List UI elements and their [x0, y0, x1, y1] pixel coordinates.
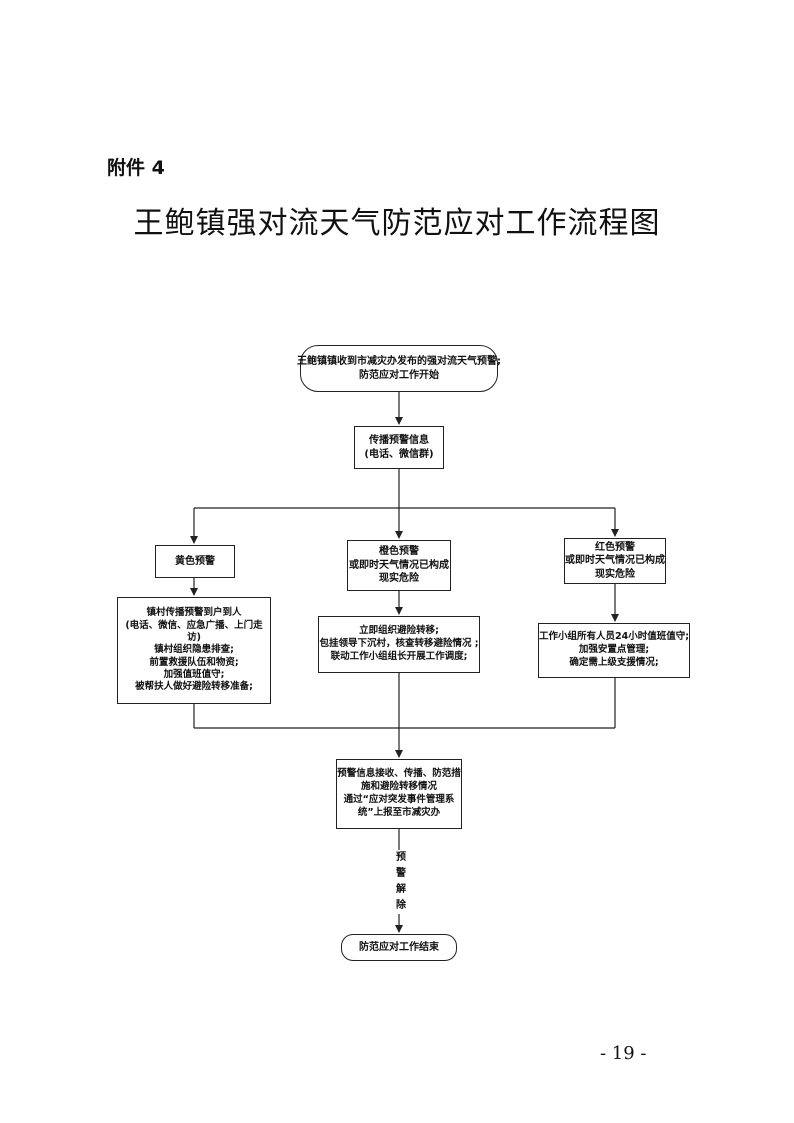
attachment-label: 附件 4	[107, 157, 165, 179]
red-line: 或即时天气情况已构成	[565, 555, 665, 567]
end-line: 防范应对工作结束	[359, 941, 439, 953]
page-number: - 19 -	[600, 1043, 647, 1064]
page-title: 王鲍镇强对流天气防范应对工作流程图	[133, 206, 661, 241]
report-line: 预警信息接收、传播、防范措	[337, 768, 461, 780]
spread-line: (电话、微信群)	[364, 448, 434, 460]
start-node: 王鲍镇镇收到市减灾办发布的强对流天气预警; 防范应对工作开始	[297, 345, 501, 392]
edge-label-char: 解	[396, 884, 406, 895]
orange-action-node: 立即组织避险转移; 包挂领导下沉村，核查转移避险情况 ; 联动工作小组组长开展工…	[318, 616, 480, 673]
yellow-action-node: 镇村传播预警到户到人 (电话、微信、应急广播、上门走 访) 镇村组织隐患排查; …	[117, 597, 271, 704]
orange-line: 或即时天气情况已构成	[349, 559, 449, 571]
yellow-action-line: 镇村组织隐患排查;	[154, 644, 234, 656]
warning-lifted-label: 预 警 解 除	[394, 850, 408, 914]
edge-label-char: 除	[396, 900, 406, 911]
yellow-line: 黄色预警	[175, 555, 215, 567]
red-line: 现实危险	[595, 568, 635, 580]
edge-label-char: 警	[396, 868, 406, 879]
orange-action-line: 立即组织避险转移;	[359, 625, 439, 637]
report-line: 施和避险转移情况	[360, 781, 437, 793]
red-line: 红色预警	[595, 541, 635, 553]
edge-label-char: 预	[396, 852, 406, 863]
orange-line: 橙色预警	[379, 546, 419, 558]
red-action-line: 加强安置点管理;	[578, 644, 650, 656]
yellow-action-line: 镇村传播预警到户到人	[146, 607, 242, 619]
red-action-line: 工作小组所有人员24小时值班值守;	[538, 631, 690, 643]
red-warning-node: 红色预警 或即时天气情况已构成 现实危险	[564, 538, 666, 584]
orange-line: 现实危险	[379, 573, 419, 585]
yellow-action-line: 加强值班值守;	[163, 669, 225, 681]
orange-warning-node: 橙色预警 或即时天气情况已构成 现实危险	[347, 540, 451, 591]
yellow-action-line: (电话、微信、应急广播、上门走	[125, 619, 263, 631]
yellow-action-line: 前置救援队伍和物资;	[149, 656, 239, 668]
report-line: 通过“应对突发事件管理系	[343, 794, 455, 805]
start-line: 防范应对工作开始	[359, 369, 439, 381]
yellow-warning-node: 黄色预警	[155, 545, 235, 578]
yellow-action-line: 访)	[187, 631, 201, 643]
red-action-line: 确定需上级支援情况;	[569, 656, 659, 668]
orange-action-line: 包挂领导下沉村，核查转移避险情况 ;	[319, 638, 479, 650]
spread-warning-node: 传播预警信息 (电话、微信群)	[354, 426, 444, 469]
orange-action-line: 联动工作小组组长开展工作调度;	[330, 650, 468, 662]
end-node: 防范应对工作结束	[341, 934, 457, 961]
report-line: 统”上报至市减灾办	[357, 806, 441, 818]
spread-line: 传播预警信息	[369, 435, 429, 446]
red-action-node: 工作小组所有人员24小时值班值守; 加强安置点管理; 确定需上级支援情况;	[538, 623, 690, 678]
report-node: 预警信息接收、传播、防范措 施和避险转移情况 通过“应对突发事件管理系 统”上报…	[336, 759, 462, 829]
start-line: 王鲍镇镇收到市减灾办发布的强对流天气预警;	[297, 356, 501, 367]
yellow-action-line: 被帮扶人做好避险转移准备;	[135, 681, 253, 693]
